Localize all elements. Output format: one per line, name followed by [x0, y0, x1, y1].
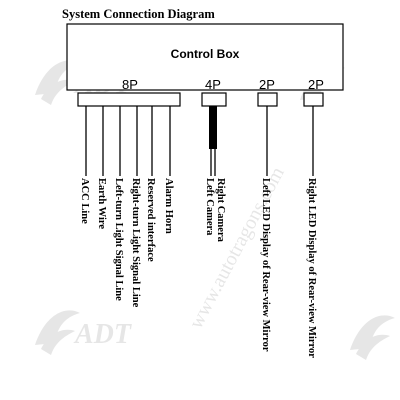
wire-label-acc: ACC Line — [79, 178, 90, 224]
connector-2p-left — [257, 92, 278, 107]
wire-label-left-turn: Left-turn Light Signal Line — [113, 178, 124, 301]
watermark-logo-bottom-left: ADT — [35, 310, 133, 355]
wire-label-camera-b: Left Camera — [204, 178, 215, 236]
connector-label-4p: 4P — [205, 77, 221, 92]
control-box — [66, 23, 344, 91]
connector-label-2p-left: 2P — [259, 77, 275, 92]
wire-label-reserved: Reserved interface — [145, 178, 156, 262]
wire-camera-cable — [209, 106, 217, 149]
connector-8p — [77, 92, 181, 107]
wire-label-right-led: Right LED Display of Rear-view Mirror — [306, 178, 317, 358]
wire-label-left-led: Left LED Display of Rear-view Mirror — [260, 178, 271, 352]
wire-label-horn: Alarm Horn — [163, 178, 174, 234]
wire-label-earth: Earth Wire — [96, 178, 107, 229]
connector-label-2p-right: 2P — [308, 77, 324, 92]
watermark-url: www.autotragons.com — [185, 163, 289, 332]
connector-4p — [201, 92, 227, 107]
watermark-logo-text: ADT — [73, 319, 133, 350]
wire-label-camera-a: Right Camera — [215, 178, 226, 243]
control-box-label: Control Box — [171, 47, 240, 61]
wire-label-right-turn: Right-turn Light Signal Line — [130, 178, 141, 308]
connector-2p-right — [303, 92, 324, 107]
watermark-logo-bottom-right — [350, 315, 395, 360]
connector-label-8p: 8P — [122, 77, 138, 92]
diagram-title: System Connection Diagram — [62, 7, 215, 21]
